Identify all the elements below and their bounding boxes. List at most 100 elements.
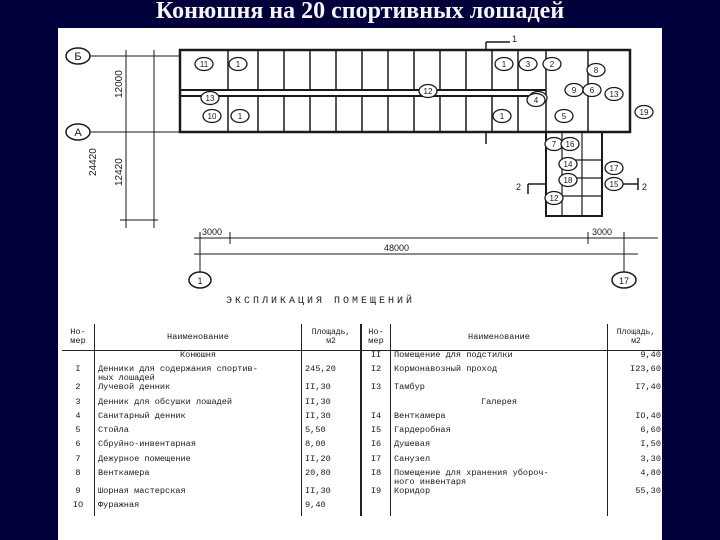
slide-title: Конюшня на 20 спортивных лошадей: [155, 0, 565, 24]
header-num-right: Но- мер: [361, 324, 391, 351]
room-tag-circle: [202, 108, 222, 124]
room-tag-circle: [194, 56, 214, 72]
room-tag-label: 4: [534, 96, 539, 105]
dim-48000: 48000: [384, 243, 409, 253]
row-name-right: Гардеробная: [390, 426, 608, 441]
room-tag-circle: [526, 92, 546, 108]
row-num-right: I7: [361, 454, 391, 470]
row-name-left: Фуражная: [94, 501, 302, 516]
row-name-right: Венткамера: [390, 411, 608, 427]
room-tag-circle: [560, 136, 580, 152]
row-area-left: II,20: [301, 454, 362, 470]
room-tag-circle: [492, 108, 512, 124]
room-tag-circle: [558, 172, 578, 188]
row-area-left: 245,20: [301, 365, 362, 384]
stall-partitions-bottom: [227, 96, 519, 132]
row-area-right: 3,30: [640, 453, 661, 464]
row-area-left: 20,80: [301, 469, 362, 488]
room-tag-circle: [228, 56, 248, 72]
header-name-right: Наименование: [390, 324, 608, 351]
row-area-right: I23,60: [630, 364, 661, 375]
row-area-left: 8,00: [301, 440, 362, 455]
room-tag-label: 1: [236, 60, 241, 69]
axis-a-marker: А: [65, 123, 91, 141]
row-name-left: Санитарный денник: [94, 411, 302, 427]
row-num-right: [361, 501, 391, 516]
row-num-left: 4: [62, 411, 95, 427]
row-num-left: I: [62, 365, 95, 384]
axis-1-marker: 1: [188, 271, 212, 289]
room-tag-label: 12: [424, 87, 433, 96]
row-num-left: 3: [62, 397, 95, 412]
room-tag-label: 6: [590, 86, 595, 95]
row-area-right: 9,40: [640, 350, 661, 360]
explication-title: ЭКСПЛИКАЦИЯ ПОМЕЩЕНИЙ: [226, 296, 416, 307]
row-num-right: I4: [361, 411, 391, 427]
room-tag-circle: [604, 176, 624, 192]
row-name-left: Денник для обсушки лошадей: [94, 397, 302, 412]
svg-text:А: А: [74, 127, 82, 139]
row-num-right: I2: [361, 365, 391, 384]
room-tag-label: 7: [552, 140, 557, 149]
room-tag-label: 18: [564, 176, 573, 185]
row-area-left: II,30: [301, 383, 362, 398]
row-area-right: [608, 501, 663, 515]
dim-24420: 24420: [88, 148, 99, 176]
room-tag-label: 1: [238, 112, 243, 121]
room-tag-label: 1: [500, 112, 505, 121]
axis-17-marker: 17: [611, 271, 637, 289]
dim-12000: 12000: [114, 70, 125, 98]
room-tag-circle: [200, 90, 220, 106]
room-tag-circle: [634, 104, 654, 120]
dim-12420: 12420: [114, 158, 125, 186]
row-area-left: 9,40: [301, 501, 362, 516]
room-tag-circle: [586, 62, 606, 78]
room-tag-label: 5: [562, 112, 567, 121]
row-name-right: Душевая: [390, 440, 608, 455]
room-tag-circle: [494, 56, 514, 72]
drawing-sheet: Б А 12000 24420 12420: [58, 28, 662, 540]
svg-text:Б: Б: [74, 51, 81, 63]
row-name-left: Дежурное помещение: [94, 454, 302, 470]
room-tag-label: 11: [200, 60, 209, 69]
room-tag-label: 13: [610, 90, 619, 99]
row-num-left: 5: [62, 426, 95, 441]
room-tag-circle: [554, 108, 574, 124]
row-name-right: Кормонавозный проход: [390, 365, 608, 384]
row-num-left: 9: [62, 486, 95, 502]
row-num-right: I9: [361, 486, 391, 502]
room-tag-label: 15: [610, 180, 619, 189]
row-num-right: I6: [361, 440, 391, 455]
room-tags: 1111328131296413101145197161417181512: [194, 56, 654, 206]
header-area-left: Площадь, м2: [301, 324, 362, 351]
row-name-left: Венткамера: [94, 469, 302, 488]
row-name-right: Галерея: [390, 397, 608, 412]
room-tag-label: 12: [550, 194, 559, 203]
row-area-right: 6,60: [640, 425, 661, 436]
room-tag-circle: [542, 56, 562, 72]
row-area-right: I7,40: [635, 382, 661, 393]
row-area-left: II,30: [301, 397, 362, 412]
room-tag-circle: [518, 56, 538, 72]
row-name-right: Коридор: [390, 486, 608, 502]
room-tag-label: 10: [208, 112, 217, 121]
room-tag-label: 3: [526, 60, 531, 69]
room-tag-label: 13: [206, 94, 215, 103]
row-area-right: I,50: [640, 439, 661, 450]
floor-plan: Б А 12000 24420 12420: [65, 34, 658, 289]
row-num-left: 2: [62, 383, 95, 398]
row-area-left: 5,50: [301, 426, 362, 441]
row-area-left: [301, 350, 362, 366]
row-num-right: I5: [361, 426, 391, 441]
row-num-right: II: [361, 350, 391, 366]
row-name-right: Тамбур: [390, 383, 608, 398]
row-area-right: [608, 398, 663, 412]
svg-text:1: 1: [197, 276, 202, 286]
room-tag-label: 14: [564, 160, 573, 169]
